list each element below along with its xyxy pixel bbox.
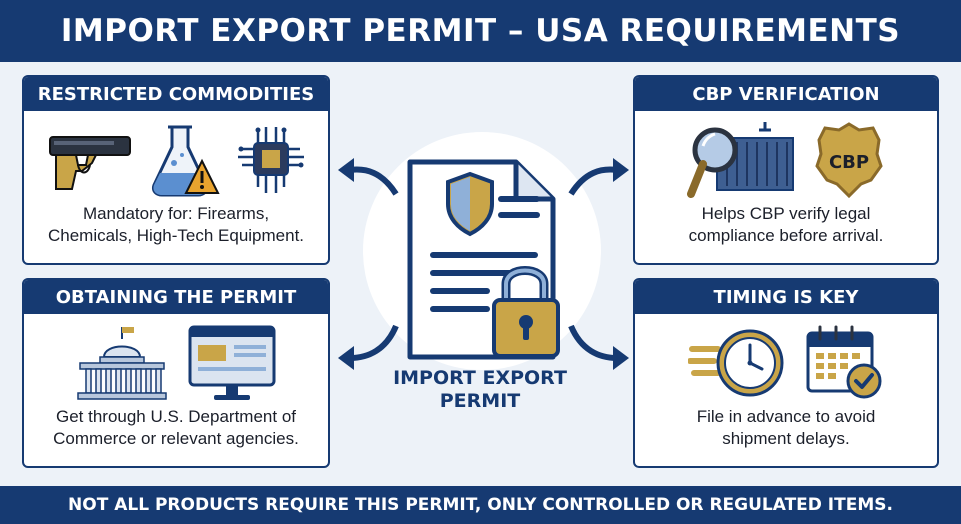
card-title: RESTRICTED COMMODITIES: [24, 77, 328, 111]
arrow-to-timing-icon: [568, 324, 629, 370]
footer-bar: NOT ALL PRODUCTS REQUIRE THIS PERMIT, ON…: [0, 486, 961, 524]
center-label-line1: IMPORT EXPORT: [393, 367, 567, 389]
fast-clock-icon: [688, 329, 784, 397]
card-cbp-verification: CBP VERIFICATION CBP Helps CBP verify le…: [633, 75, 939, 265]
cbp-badge-text: CBP: [829, 152, 869, 173]
card-text-line1: Helps CBP verify legal: [701, 204, 871, 223]
card-description: Helps CBP verify legal compliance before…: [635, 203, 937, 247]
card-title: CBP VERIFICATION: [635, 77, 937, 111]
center-label: IMPORT EXPORT PERMIT: [360, 367, 600, 413]
card-obtaining-permit: OBTAINING THE PERMIT: [22, 278, 330, 468]
card-restricted-commodities: RESTRICTED COMMODITIES: [22, 75, 330, 265]
center-label-line2: PERMIT: [439, 390, 521, 412]
card-icons: [635, 320, 937, 406]
card-text-line1: Mandatory for: Firearms,: [82, 204, 270, 223]
government-building-icon: [77, 327, 167, 400]
card-description: Mandatory for: Firearms, Chemicals, High…: [24, 203, 328, 247]
card-icons: CBP: [635, 117, 937, 203]
card-title: TIMING IS KEY: [635, 280, 937, 314]
card-title: OBTAINING THE PERMIT: [24, 280, 328, 314]
microchip-icon: [238, 126, 304, 193]
card-text-line1: File in advance to avoid: [696, 407, 876, 426]
card-text-line2: Chemicals, High-Tech Equipment.: [47, 226, 305, 245]
arrow-to-restricted-icon: [338, 158, 399, 196]
card-text-line2: shipment delays.: [722, 429, 850, 448]
arrow-to-cbp-icon: [568, 158, 629, 196]
magnifier-container-icon: [687, 122, 794, 198]
page-title: IMPORT EXPORT PERMIT – USA REQUIREMENTS: [60, 13, 901, 49]
computer-monitor-icon: [188, 325, 276, 400]
title-bar: IMPORT EXPORT PERMIT – USA REQUIREMENTS: [0, 0, 961, 62]
card-icons: [24, 320, 328, 406]
card-description: Get through U.S. Department of Commerce …: [24, 406, 328, 450]
card-text-line2: compliance before arrival.: [688, 226, 884, 245]
card-description: File in advance to avoid shipment delays…: [635, 406, 937, 450]
card-icons: [24, 117, 328, 203]
chemical-flask-warning-icon: [152, 125, 220, 196]
permit-document-icon: [407, 159, 560, 360]
calendar-check-icon: [806, 325, 882, 399]
footer-note: NOT ALL PRODUCTS REQUIRE THIS PERMIT, ON…: [68, 495, 893, 515]
arrow-to-obtaining-icon: [338, 324, 399, 370]
handgun-icon: [49, 136, 131, 190]
card-timing-is-key: TIMING IS KEY File in advance to avoid: [633, 278, 939, 468]
card-text-line1: Get through U.S. Department of: [55, 407, 296, 426]
card-text-line2: Commerce or relevant agencies.: [53, 429, 299, 448]
cbp-badge-icon: CBP: [815, 122, 883, 199]
